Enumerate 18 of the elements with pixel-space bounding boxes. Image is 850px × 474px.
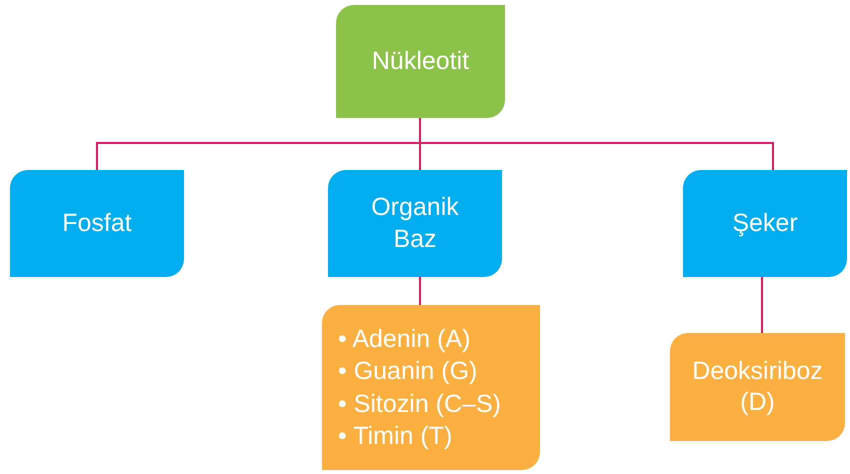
connector-line: [761, 277, 763, 333]
connector-line: [419, 118, 774, 170]
category-box: [328, 170, 502, 277]
detail-box: [670, 333, 845, 441]
root-box: [336, 5, 505, 118]
node-label: Organik Baz: [370, 192, 460, 254]
list-item: • Sitozin (C–S): [338, 388, 501, 420]
node-label: Nükleotit: [370, 46, 470, 77]
list-item: • Adenin (A): [338, 324, 470, 354]
list-item: • Guanin (G): [338, 356, 478, 387]
category-box: [683, 170, 847, 277]
list-item: • Timin (T): [338, 421, 452, 452]
category-box: [10, 170, 184, 277]
node-label: Fosfat: [61, 208, 133, 239]
list-box: [322, 305, 540, 470]
node-label: Şeker: [731, 208, 799, 239]
node-label: Deoksiriboz (D): [691, 356, 824, 418]
connector-line: [419, 277, 421, 305]
